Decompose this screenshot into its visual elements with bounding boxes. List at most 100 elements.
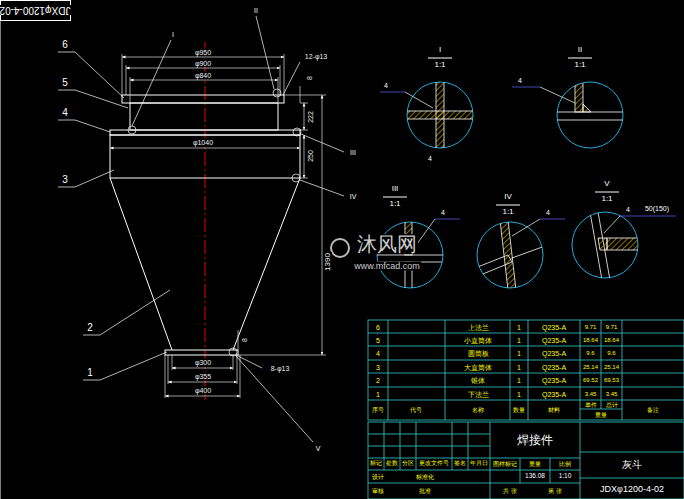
detail-title: I (438, 46, 442, 54)
table-cell: 1 (516, 323, 522, 330)
weld-size: 4 (383, 82, 389, 89)
title-field: 标准化 (415, 474, 435, 480)
watermark: 沐风网 (356, 234, 418, 254)
watermark: www.mfcad.com (353, 262, 421, 271)
callout-number: 3 (61, 175, 69, 185)
weld-size: 4 (440, 209, 446, 216)
dimension: φ950 (194, 49, 212, 56)
weld-length: 50(150) (644, 205, 670, 212)
title-field: 年月日 (469, 461, 489, 467)
title-field: 共 张 (502, 488, 518, 494)
title-field: 比例 (558, 461, 572, 467)
title-field: 更改文件号 (418, 461, 450, 467)
table-cell: 1 (516, 377, 522, 384)
dimension: 8 (306, 75, 313, 81)
part-name: 大直筒体 (463, 363, 493, 370)
weld-size: 4 (427, 155, 433, 162)
callout-number: 4 (61, 108, 69, 118)
table-cell: 2 (375, 377, 381, 384)
weight: 3.45 (605, 391, 619, 397)
weight: 18.64 (603, 337, 620, 343)
title-field: 第 张 (547, 488, 563, 494)
part-name: 锥体 (470, 377, 486, 384)
dimension: 250 (307, 149, 314, 163)
weight: 69.53 (603, 377, 620, 383)
detail-scale: 1:1 (433, 61, 446, 69)
table-cell: 1 (516, 350, 522, 357)
detail-title: V (603, 180, 610, 188)
dimension: φ840 (194, 72, 212, 79)
table-header: 总计 (605, 402, 619, 408)
title-field: 处数 (385, 461, 399, 467)
table-header: 备注 (646, 407, 660, 413)
weight: 25.14 (603, 364, 620, 370)
dimension: φ355 (194, 373, 212, 380)
weight: 18.64 (582, 337, 599, 343)
weld-size: 4 (545, 209, 551, 216)
callout-number: 6 (61, 40, 69, 50)
scale-value: 1:10 (558, 473, 573, 480)
table-header: 序号 (371, 407, 385, 413)
part-name: 上法兰 (467, 323, 490, 330)
table-cell: 4 (375, 350, 381, 357)
table-header: 数量 (512, 407, 526, 413)
part-name: 圆筒板 (467, 350, 490, 357)
weld-size: 4 (625, 206, 631, 213)
title-field: 图样标记 (492, 461, 518, 467)
dimension: φ1040 (192, 139, 214, 146)
weld-size: 4 (517, 77, 523, 84)
title-field: 重量 (528, 461, 542, 467)
table-cell: 1 (516, 336, 522, 343)
weight: 9.71 (605, 324, 619, 330)
dimension: 12-φ13 (304, 53, 328, 60)
table-header: 材料 (547, 407, 561, 413)
material: Q235-A (541, 390, 567, 397)
material: Q235-A (541, 336, 567, 343)
dimension: φ300 (194, 359, 212, 366)
part-name: 小直筒体 (463, 336, 493, 343)
table-cell: 1 (516, 363, 522, 370)
material: Q235-A (541, 377, 567, 384)
table-cell: 3 (375, 363, 381, 370)
part-title: 灰斗 (621, 460, 643, 470)
table-header: 单件 (584, 402, 598, 408)
detail-mark: I (171, 31, 175, 38)
table-header: 代号 (409, 407, 423, 413)
detail-mark: IV (349, 193, 358, 200)
drawing-code: JDXφ1200-4-02 (599, 485, 665, 494)
detail-title: III (391, 185, 400, 193)
table-cell: 5 (375, 336, 381, 343)
material: Q235-A (541, 350, 567, 357)
callout-number: 1 (86, 368, 94, 378)
weight-value: 136.08 (524, 473, 546, 480)
weight: 9.6 (606, 350, 616, 356)
dimension: 222 (307, 110, 314, 124)
dimension: φ900 (194, 60, 212, 67)
detail-mark: III (349, 149, 357, 156)
dimension: 8 (241, 337, 248, 343)
title-field: 审核 (371, 488, 385, 494)
weight: 69.52 (582, 377, 599, 383)
drawing-code: JDXφ1200-4-02 (0, 5, 71, 15)
title-field: 批准 (418, 488, 432, 494)
part-name: 下法兰 (467, 390, 490, 397)
table-cell: 1 (516, 390, 522, 397)
material: Q235-A (541, 323, 567, 330)
callout-number: 5 (61, 78, 69, 88)
detail-mark: II (253, 7, 259, 14)
dimension: 1390 (324, 252, 332, 272)
table-cell: 1 (375, 390, 381, 397)
weight: 9.6 (585, 350, 595, 356)
weight: 9.71 (584, 324, 598, 330)
dimension: 8-φ13 (270, 365, 291, 372)
material: Q235-A (541, 363, 567, 370)
dimension: φ400 (194, 387, 212, 394)
detail-title: IV (503, 193, 513, 201)
detail-scale: 1:1 (573, 61, 586, 69)
detail-title: II (577, 46, 583, 54)
table-header: 名称 (471, 407, 485, 413)
title-field: 签名 (453, 461, 467, 467)
title-field: 分区 (401, 461, 415, 467)
